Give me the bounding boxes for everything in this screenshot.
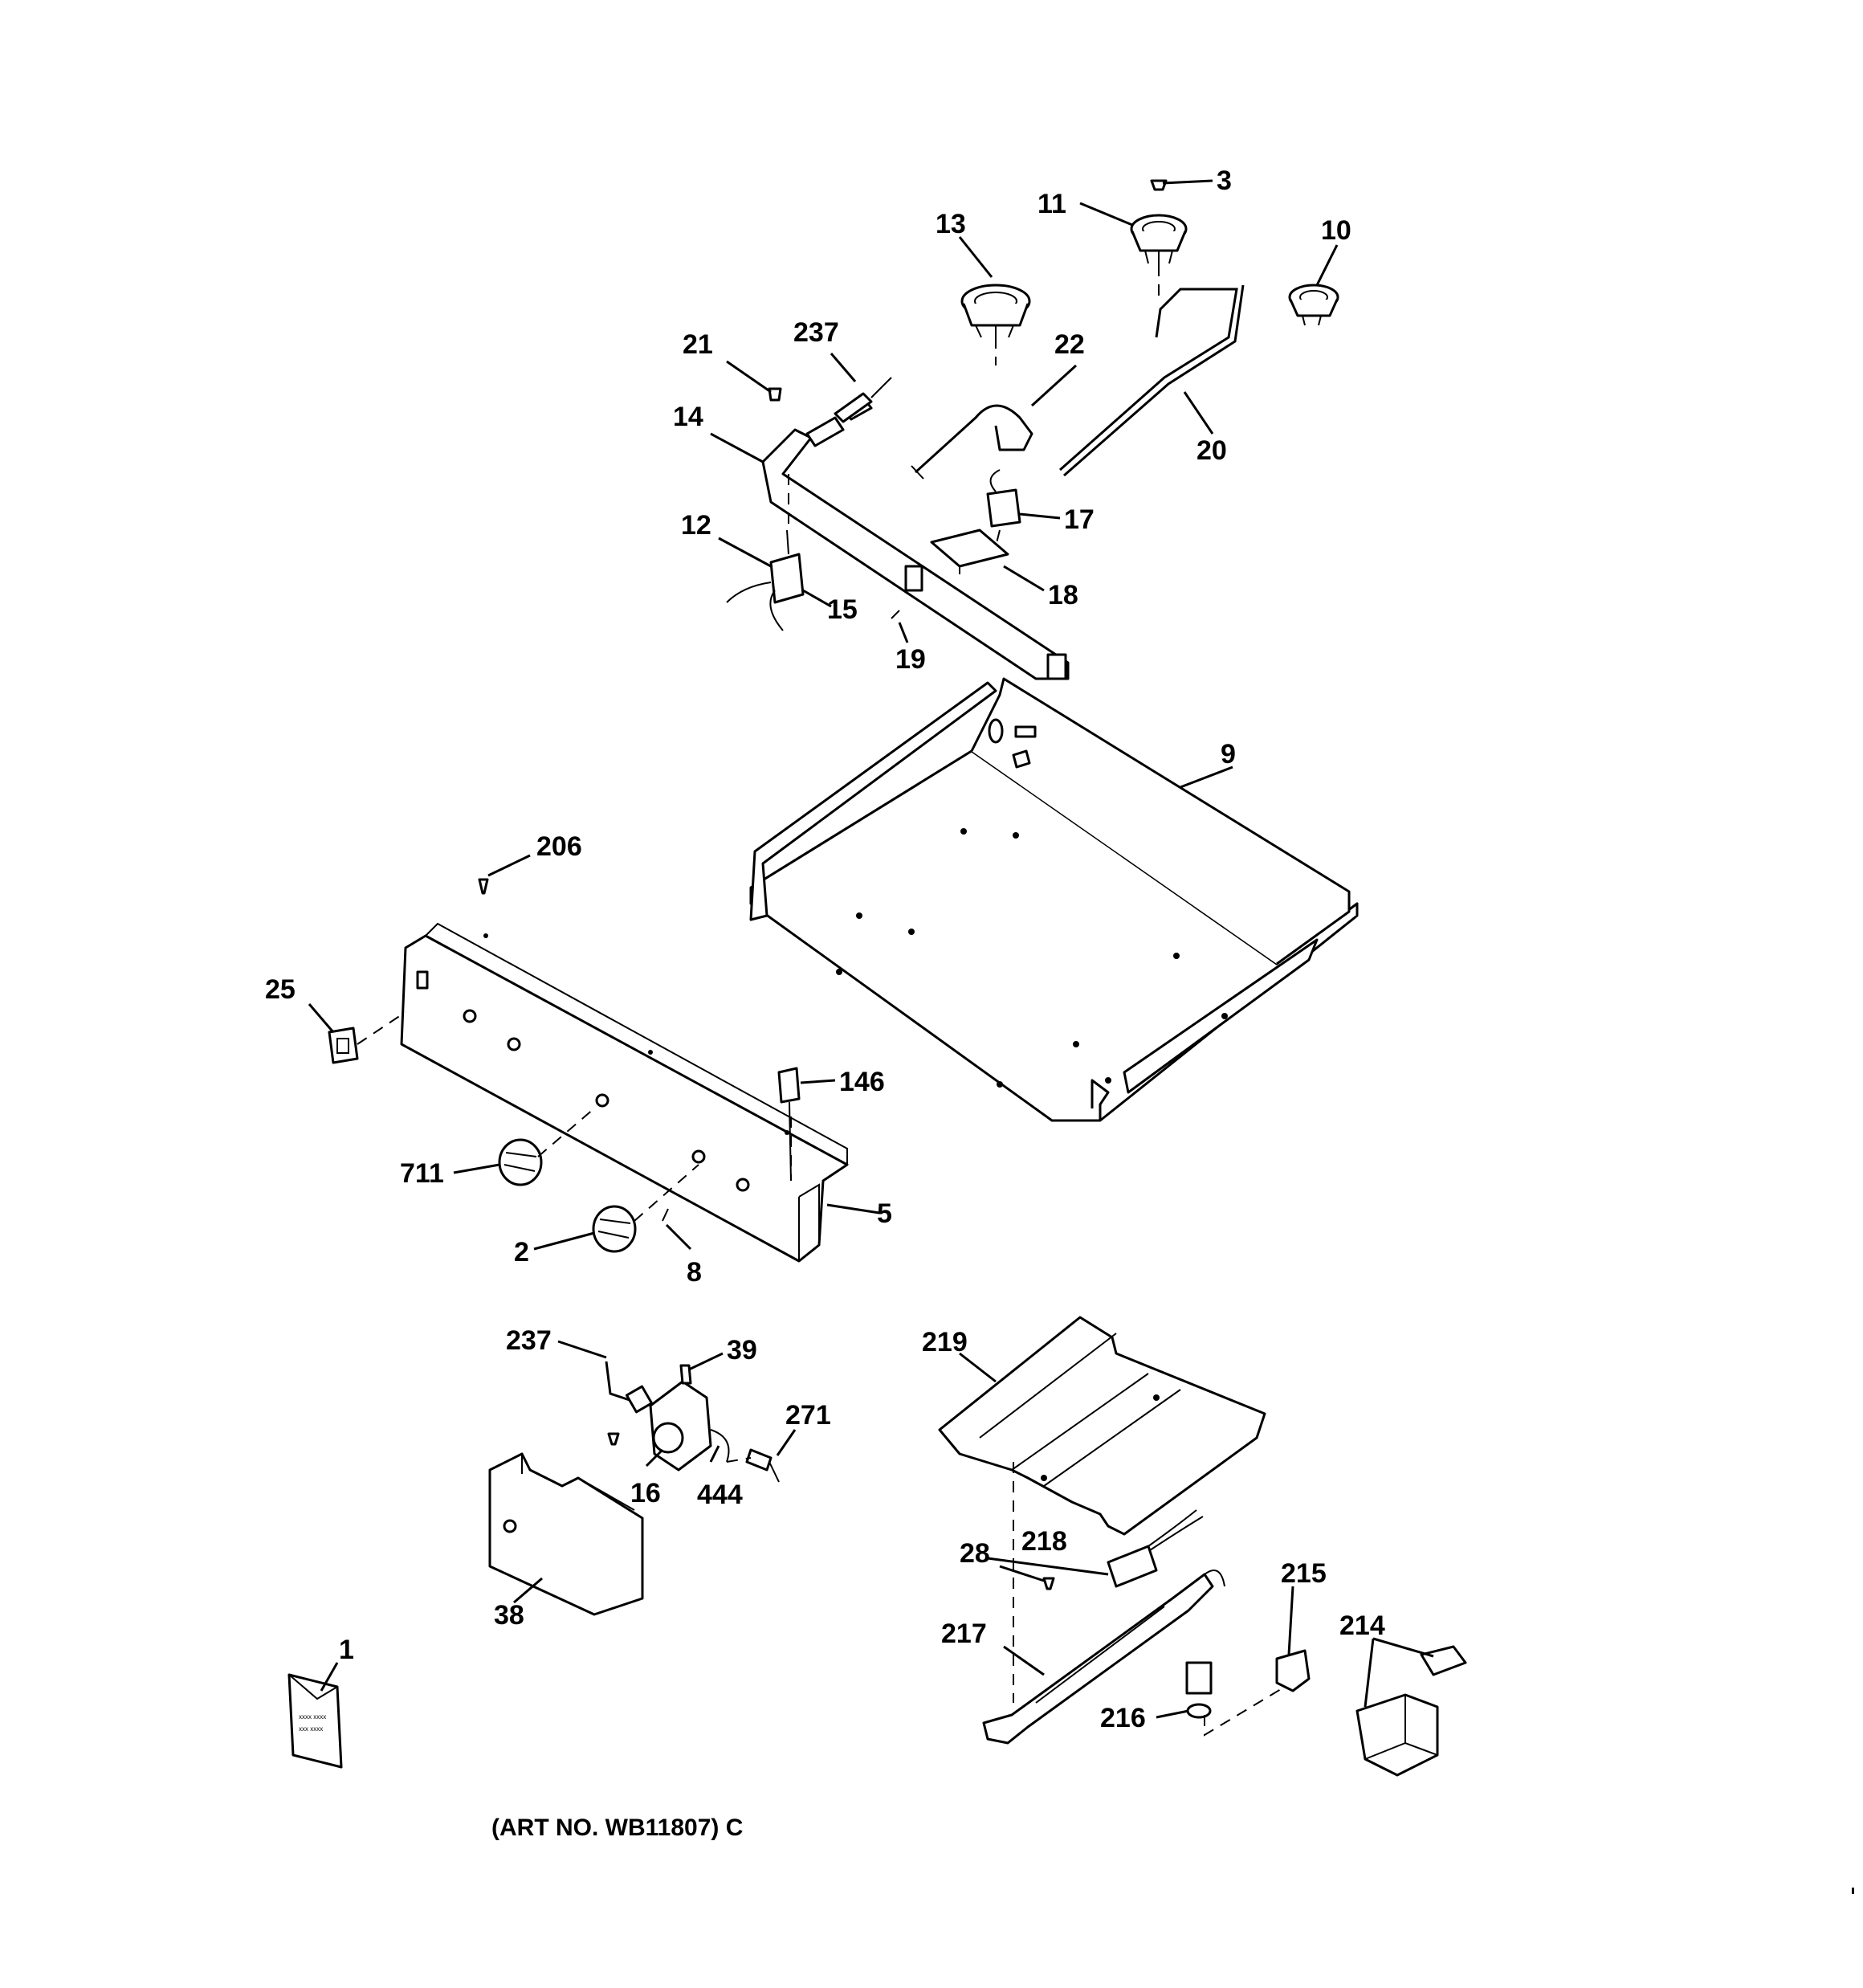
switch-bracket-18 — [930, 529, 1009, 574]
indicator-light-25 — [328, 1027, 359, 1064]
label-237-top: 237 — [793, 317, 839, 348]
art-number-caption: (ART NO. WB11807) C — [491, 1815, 743, 1841]
ignitor-218 — [1107, 1509, 1204, 1588]
label-214: 214 — [1339, 1610, 1385, 1641]
label-12: 12 — [681, 510, 711, 541]
leader-lines — [308, 179, 1434, 1719]
screw-valve — [607, 1432, 620, 1446]
label-18: 18 — [1048, 580, 1078, 610]
label-5: 5 — [877, 1198, 892, 1229]
label-444: 444 — [697, 1480, 743, 1510]
control-panel-5 — [400, 922, 849, 1263]
label-16: 16 — [630, 1478, 661, 1508]
label-13: 13 — [936, 209, 966, 239]
valve-fitting-237-top — [834, 392, 873, 423]
label-21: 21 — [683, 329, 713, 360]
bracket-215 — [1275, 1649, 1311, 1692]
label-216: 216 — [1100, 1703, 1146, 1733]
label-22: 22 — [1054, 329, 1085, 360]
label-218: 218 — [1021, 1526, 1067, 1557]
label-9: 9 — [1221, 739, 1236, 769]
literature-envelope-1: xxxx xxxx xxx xxxx — [287, 1673, 343, 1769]
label-146: 146 — [839, 1067, 885, 1097]
valve-39-16 — [649, 1364, 730, 1472]
label-10: 10 — [1321, 215, 1351, 246]
label-1: 1 — [339, 1635, 354, 1665]
orifice-tube-22 — [911, 404, 1033, 480]
label-19: 19 — [895, 644, 926, 675]
label-271: 271 — [785, 1400, 831, 1431]
burner-head-13 — [960, 284, 1031, 339]
label-219: 219 — [922, 1327, 968, 1357]
label-206: 206 — [536, 831, 582, 862]
orifice-tube-20 — [1059, 284, 1245, 477]
screw-21 — [768, 387, 782, 402]
label-38: 38 — [494, 1600, 524, 1631]
valve-housing-38 — [488, 1452, 644, 1616]
label-17: 17 — [1064, 504, 1095, 535]
stray-mark — [1852, 1888, 1854, 1894]
svg-text:xxxx xxxx: xxxx xxxx — [299, 1713, 326, 1721]
label-15: 15 — [827, 594, 858, 625]
label-237-bottom: 237 — [506, 1325, 552, 1356]
label-28: 28 — [960, 1538, 990, 1569]
screw-3 — [1150, 179, 1168, 191]
svg-text:xxx xxxx: xxx xxxx — [299, 1725, 323, 1733]
label-8: 8 — [687, 1257, 702, 1288]
knob-711 — [498, 1138, 543, 1186]
safety-valve-214 — [1355, 1645, 1467, 1777]
fitting-237-bottom — [605, 1361, 654, 1414]
label-39: 39 — [727, 1335, 757, 1365]
label-711: 711 — [400, 1158, 444, 1189]
label-11: 11 — [1037, 189, 1066, 219]
orifice-271 — [745, 1448, 780, 1483]
screw-206 — [478, 878, 489, 895]
label-2: 2 — [514, 1237, 529, 1268]
label-3: 3 — [1217, 165, 1232, 196]
screw-8 — [662, 1208, 669, 1222]
screw-19 — [891, 610, 900, 619]
screw-28 — [1042, 1577, 1055, 1590]
bake-burner-217 — [982, 1570, 1225, 1745]
label-20: 20 — [1196, 435, 1227, 466]
label-25: 25 — [265, 974, 296, 1005]
burner-box-9 — [749, 677, 1359, 1122]
alignment-lines — [357, 265, 1286, 1737]
burner-head-11 — [1130, 214, 1188, 265]
connector-216 — [1185, 1661, 1213, 1719]
ignitor-switch-12-15 — [726, 529, 805, 631]
knob-2 — [592, 1205, 637, 1253]
burner-head-10 — [1288, 284, 1339, 326]
part-labels: 3 11 13 10 21 237 22 14 20 17 12 18 15 1… — [265, 165, 1385, 1733]
label-14: 14 — [673, 402, 703, 432]
burner-baffle-219 — [938, 1316, 1266, 1536]
label-215: 215 — [1281, 1558, 1327, 1589]
label-217: 217 — [941, 1619, 987, 1649]
switch-17 — [986, 469, 1021, 528]
